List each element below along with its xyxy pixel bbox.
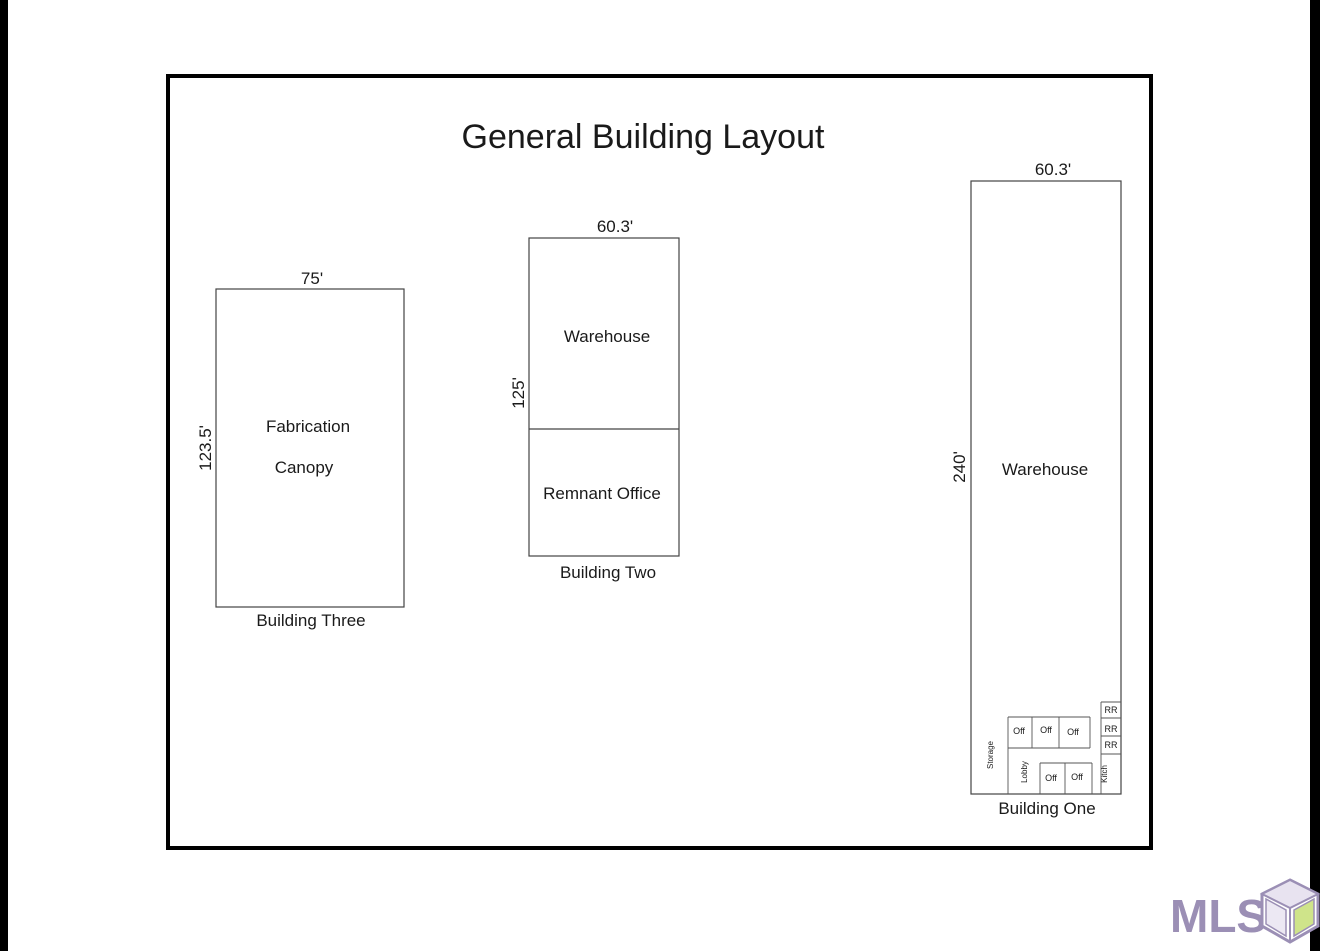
building-one-width-label: 60.3' bbox=[1035, 160, 1071, 179]
room-kitchen-label: Kitch bbox=[1100, 765, 1109, 783]
building-one-warehouse-label: Warehouse bbox=[1002, 460, 1088, 479]
building-three: 75' 123.5' Fabrication Canopy Building T… bbox=[196, 269, 405, 630]
building-one-name: Building One bbox=[998, 799, 1095, 818]
diagram-frame bbox=[166, 74, 1153, 850]
scan-edge-left bbox=[0, 0, 8, 951]
room-office-top-1-label: Off bbox=[1013, 726, 1025, 736]
building-one-room-lines bbox=[1007, 701, 1121, 794]
room-office-bottom-2-label: Off bbox=[1071, 772, 1083, 782]
room-storage-label: Storage bbox=[986, 740, 995, 769]
building-two: 60.3' 125' Warehouse Remnant Office Buil… bbox=[509, 217, 680, 582]
room-office-top-3-label: Off bbox=[1067, 727, 1079, 737]
room-restroom-2-label: RR bbox=[1105, 724, 1118, 734]
building-three-area-label-canopy: Canopy bbox=[275, 458, 334, 477]
room-office-bottom-1-label: Off bbox=[1045, 773, 1057, 783]
room-office-top-2-label: Off bbox=[1040, 725, 1052, 735]
mls-watermark-text: MLS bbox=[1170, 890, 1267, 942]
building-two-width-label: 60.3' bbox=[597, 217, 633, 236]
mls-cube-icon bbox=[1259, 878, 1320, 944]
building-two-name: Building Two bbox=[560, 563, 656, 582]
building-three-outline bbox=[215, 288, 405, 608]
building-two-office-label: Remnant Office bbox=[543, 484, 661, 503]
page-title: General Building Layout bbox=[462, 118, 825, 156]
building-one-length-label: 240' bbox=[950, 451, 969, 483]
room-lobby-label: Lobby bbox=[1020, 761, 1029, 783]
room-restroom-3-label: RR bbox=[1105, 740, 1118, 750]
mls-watermark: MLS bbox=[1170, 878, 1320, 944]
building-three-width-label: 75' bbox=[301, 269, 323, 288]
room-restroom-1-label: RR bbox=[1105, 705, 1118, 715]
building-two-warehouse-label: Warehouse bbox=[564, 327, 650, 346]
building-three-length-label: 123.5' bbox=[196, 425, 215, 471]
building-three-area-label-fabrication: Fabrication bbox=[266, 417, 350, 436]
scan-edge-right bbox=[1310, 0, 1320, 951]
building-one: 60.3' 240' Warehouse Sto bbox=[950, 160, 1122, 818]
building-two-length-label: 125' bbox=[509, 377, 528, 409]
building-three-name: Building Three bbox=[256, 611, 365, 630]
building-two-outline bbox=[528, 237, 680, 557]
building-one-outline bbox=[970, 180, 1122, 795]
